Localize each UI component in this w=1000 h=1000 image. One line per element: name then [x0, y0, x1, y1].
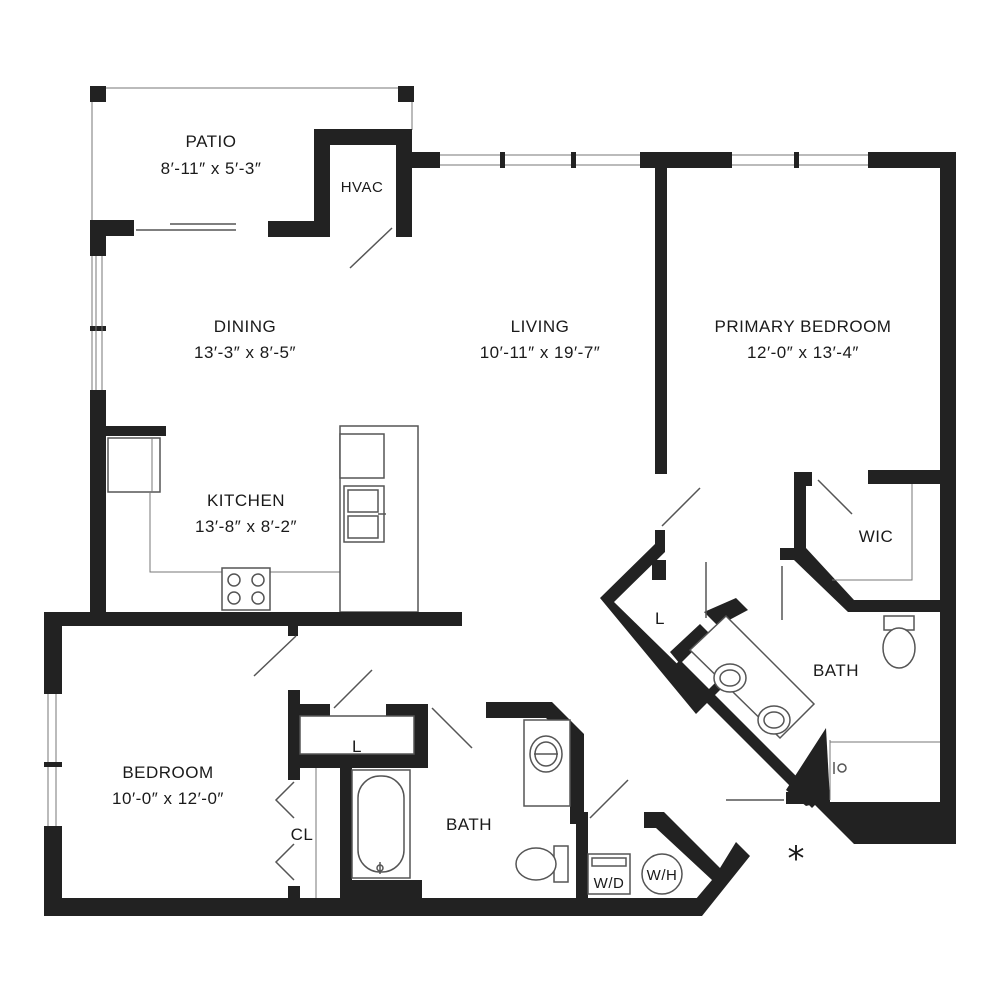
- primary-bedroom-name: PRIMARY BEDROOM: [715, 317, 892, 336]
- water-heater: [641, 853, 683, 895]
- hall-bath-door: [589, 779, 629, 819]
- wic-shelf: [832, 484, 913, 581]
- stove: [221, 567, 271, 611]
- hall-toilet: [515, 845, 569, 883]
- dining-dims: 13′-3″ x 8′-5″: [194, 343, 296, 362]
- primary-linen-label: L: [655, 609, 665, 628]
- kitchen-sink: [343, 485, 386, 543]
- patio-area: [90, 86, 414, 390]
- laundry-walls: [576, 812, 750, 916]
- north-wall-segment-east: [868, 152, 956, 168]
- wic-label: WIC: [859, 527, 894, 546]
- hall-linen-walls: [288, 690, 428, 780]
- hall-bath-walls: [340, 702, 702, 916]
- hvac-door: [349, 227, 393, 269]
- water-heater-label: W/H: [647, 867, 678, 884]
- bedroom-walls: [44, 612, 394, 916]
- bedroom-door-jamb: [288, 624, 298, 636]
- north-windows: [440, 152, 870, 168]
- bedroom-window: [44, 694, 62, 826]
- dining-window: [95, 256, 103, 390]
- shower-drain: [833, 762, 847, 774]
- primary-suite-walls: [600, 530, 820, 808]
- patio-dims: 8′-11″ x 5′-3″: [161, 159, 262, 178]
- pantry: [339, 433, 385, 479]
- primary-vanity: [688, 614, 816, 740]
- primary-bath-walls: [786, 728, 940, 844]
- entry-marker: *: [788, 839, 805, 879]
- hall-linen-label: L: [352, 737, 362, 756]
- primary-hall-door: [661, 487, 701, 527]
- bedroom-closet: [274, 768, 317, 900]
- living-dims: 10′-11″ x 19′-7″: [480, 343, 601, 362]
- living-bedroom-partition: [655, 168, 667, 474]
- east-wall: [940, 152, 956, 844]
- washer-dryer-label: W/D: [594, 875, 625, 892]
- linen-door-left: [333, 669, 373, 709]
- closet-label: CL: [291, 825, 314, 844]
- bathtub: [351, 769, 411, 879]
- bedroom-name: BEDROOM: [122, 763, 213, 782]
- hall-bath-label: BATH: [446, 815, 492, 834]
- west-wall: [90, 390, 106, 622]
- bedroom-door: [253, 635, 297, 677]
- wic-door: [817, 479, 853, 515]
- primary-toilet: [882, 615, 916, 669]
- hvac-closet-walls: [268, 129, 440, 237]
- wic-walls: [780, 470, 940, 612]
- hvac-label: HVAC: [341, 179, 384, 196]
- living-name: LIVING: [511, 317, 570, 336]
- primary-bedroom-dims: 12′-0″ x 13′-4″: [747, 343, 859, 362]
- primary-bath-label: BATH: [813, 661, 859, 680]
- patio-name: PATIO: [186, 132, 237, 151]
- patio-sliding-door: [136, 223, 236, 231]
- hall-bath-vanity: [523, 719, 571, 807]
- washer-dryer: [587, 853, 631, 895]
- kitchen-dims: 13′-8″ x 8′-2″: [195, 517, 297, 536]
- bedroom-dims: 10′-0″ x 12′-0″: [112, 789, 224, 808]
- linen-door-right: [431, 707, 473, 749]
- kitchen-name: KITCHEN: [207, 491, 285, 510]
- dining-name: DINING: [214, 317, 277, 336]
- kitchen-bedroom-wall: [44, 612, 462, 626]
- north-wall-segment: [640, 152, 732, 168]
